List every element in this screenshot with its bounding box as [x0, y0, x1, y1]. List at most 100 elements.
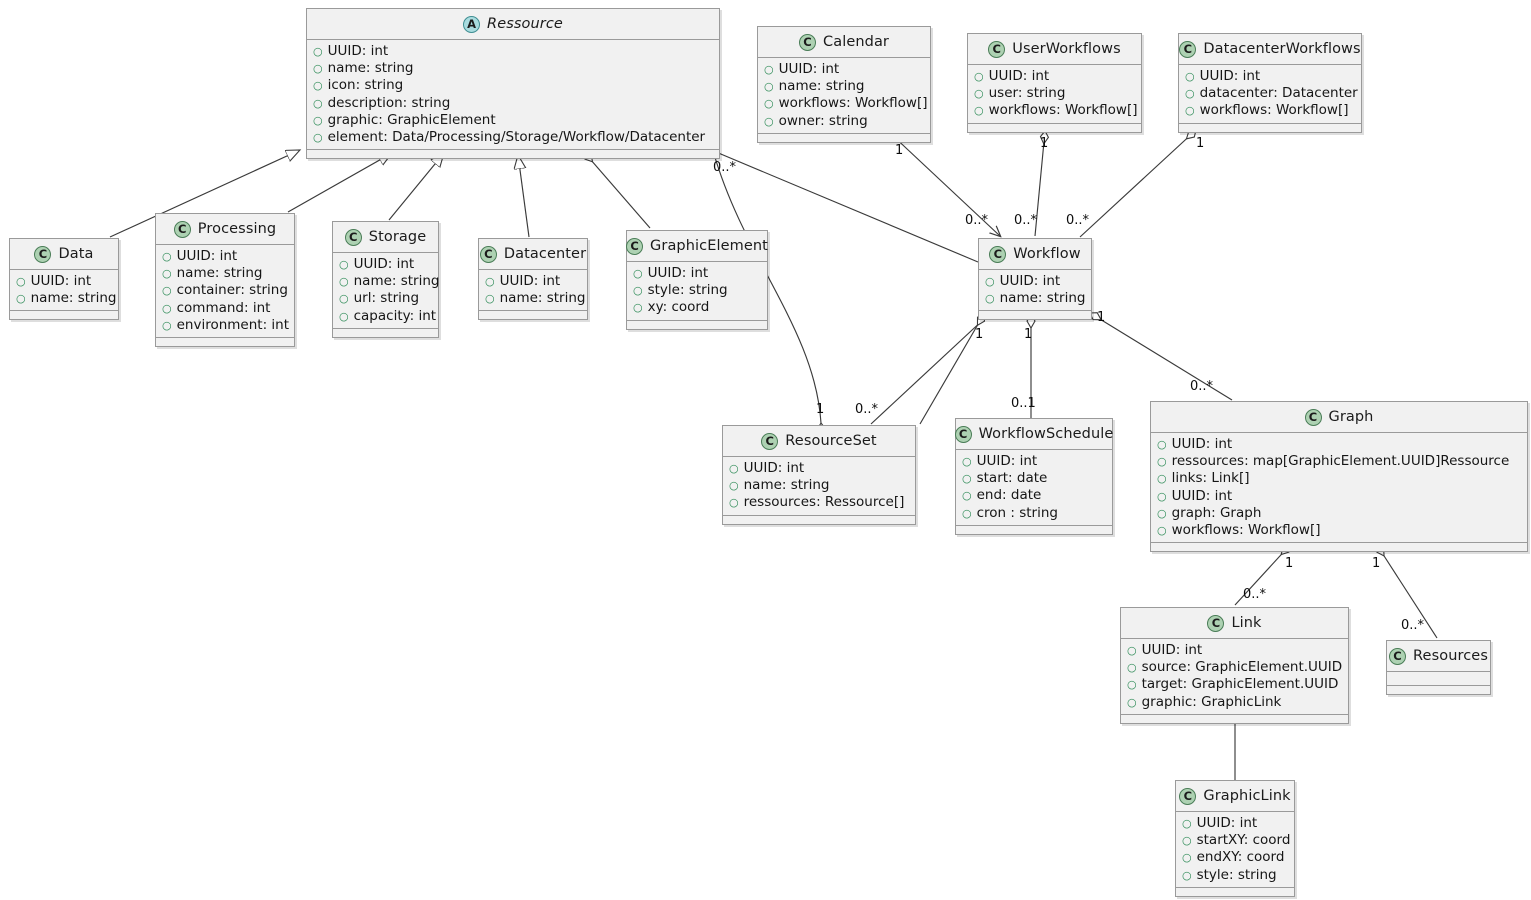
uml-methods-processing: [156, 338, 294, 347]
uml-attribute-label: container: string: [176, 282, 288, 299]
uml-attribute-label: ressources: map[GraphicElement.UUID]Ress…: [1171, 453, 1510, 470]
uml-attribute: ○UUID: int: [313, 43, 714, 60]
class-icon: C: [34, 245, 52, 263]
uml-attribute: ○UUID: int: [485, 273, 582, 290]
uml-attribute: ○workflows: Workflow[]: [1185, 102, 1356, 119]
uml-attribute-label: datacenter: Datacenter: [1199, 85, 1358, 102]
uml-methods-graphicelement: [627, 320, 767, 329]
uml-attribute-label: UUID: int: [1199, 68, 1261, 84]
uml-attribute: ○UUID: int: [339, 256, 433, 273]
uml-attribute: ○UUID: int: [1157, 488, 1522, 505]
visibility-public-icon: ○: [313, 113, 323, 127]
multiplicity-label: 0..*: [1066, 213, 1090, 228]
multiplicity-label: 1: [1372, 556, 1381, 571]
uml-attribute: ○UUID: int: [962, 453, 1107, 470]
uml-attribute-label: start: date: [976, 470, 1048, 487]
uml-attribute-label: UUID: int: [778, 61, 840, 77]
uml-methods-datacenter: [479, 311, 587, 320]
visibility-public-icon: ○: [162, 301, 172, 315]
visibility-public-icon: ○: [1157, 524, 1167, 538]
uml-attribute: ○ start: date: [962, 470, 1107, 487]
multiplicity-label: 1: [1285, 556, 1294, 571]
uml-attribute-label: UUID: int: [988, 68, 1050, 84]
visibility-public-icon: ○: [1157, 506, 1167, 520]
edge-processing-ressource: [287, 153, 392, 213]
visibility-public-icon: ○: [974, 87, 984, 101]
visibility-public-icon: ○: [313, 131, 323, 145]
multiplicity-label: 1: [1040, 136, 1049, 151]
uml-attributes-workflow: ○UUID: int○name: string: [979, 270, 1091, 312]
uml-attribute-label: workflows: Workflow[]: [1171, 522, 1321, 539]
visibility-public-icon: ○: [729, 462, 739, 475]
visibility-public-icon: ○: [485, 275, 495, 288]
uml-attribute-label: UUID: int: [176, 248, 238, 264]
uml-attribute: ○ressources: Ressource[]: [729, 494, 910, 511]
visibility-public-icon: ○: [1182, 851, 1192, 865]
uml-attributes-link: ○UUID: int○source: GraphicElement.UUID○t…: [1121, 639, 1348, 715]
uml-attributes-graphiclink: ○UUID: int○startXY: coord○endXY: coord○s…: [1176, 812, 1294, 888]
uml-class-name-ressource: Ressource: [487, 16, 563, 32]
visibility-public-icon: ○: [162, 284, 172, 298]
class-icon: C: [954, 425, 972, 443]
multiplicity-label: 0..1: [1011, 396, 1036, 411]
multiplicity-label: 1: [1097, 310, 1106, 325]
visibility-public-icon: ○: [162, 250, 172, 263]
uml-attributes-resources: [1387, 672, 1490, 686]
uml-attribute: ○owner: string: [764, 113, 925, 130]
visibility-public-icon: ○: [985, 275, 995, 288]
uml-attribute-label: UUID: int: [1196, 815, 1258, 831]
uml-attribute: ○name: string: [313, 60, 714, 77]
visibility-public-icon: ○: [1157, 472, 1167, 486]
uml-attribute: ○name: string: [16, 290, 117, 307]
uml-attributes-graphicelement: ○UUID: int○style: string○xy: coord: [627, 262, 767, 321]
uml-attribute-label: UUID: int: [353, 256, 415, 272]
visibility-public-icon: ○: [764, 114, 774, 128]
uml-class-name-calendar: Calendar: [822, 34, 889, 50]
uml-attribute: ○cron : string: [962, 505, 1107, 522]
uml-attribute: ○graph: Graph: [1157, 505, 1522, 522]
uml-methods-graphiclink: [1176, 887, 1294, 896]
visibility-public-icon: ○: [1127, 695, 1137, 709]
visibility-public-icon: ○: [1185, 104, 1195, 118]
uml-attribute-label: links: Link[]: [1171, 470, 1250, 487]
uml-attribute: ○name: string: [985, 290, 1086, 307]
visibility-public-icon: ○: [985, 292, 995, 306]
uml-class-name-processing: Processing: [197, 221, 277, 237]
edge-storage-ressource: [388, 153, 444, 221]
visibility-public-icon: ○: [1127, 661, 1137, 675]
visibility-public-icon: ○: [1182, 868, 1192, 882]
uml-class-name-datacenterworkflows: DatacenterWorkflows: [1203, 41, 1361, 57]
uml-attribute-label: name: string: [353, 273, 440, 290]
uml-attribute-label: cron : string: [976, 504, 1058, 521]
class-icon: C: [1207, 614, 1225, 632]
uml-attribute: ○UUID: int: [1185, 68, 1356, 85]
uml-attribute: ○UUID: int: [16, 273, 113, 290]
visibility-public-icon: ○: [1182, 817, 1192, 830]
visibility-public-icon: ○: [339, 275, 349, 289]
uml-attribute-label: name: string: [778, 78, 865, 95]
visibility-public-icon: ○: [962, 472, 972, 486]
uml-attribute: ○name: string: [764, 78, 925, 95]
uml-class-name-userworkflows: UserWorkflows: [1012, 41, 1121, 57]
